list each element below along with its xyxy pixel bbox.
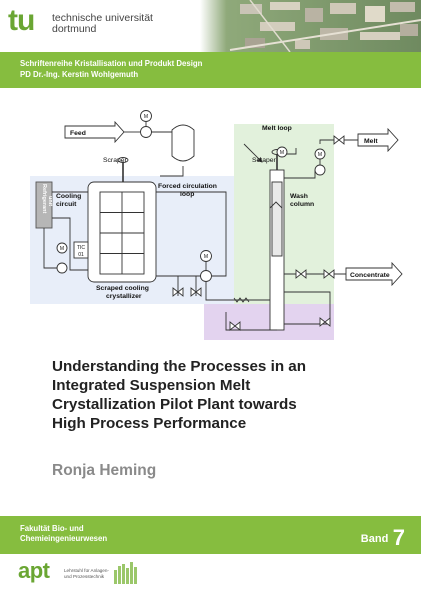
melt-loop-label: Melt loop — [262, 125, 292, 132]
motor-label-1: M — [144, 114, 148, 120]
bypass-valve — [190, 287, 202, 297]
tic-number-label: 01 — [78, 252, 84, 258]
tu-logo-mark: tu — [8, 4, 35, 37]
tic-label: TIC — [77, 245, 85, 251]
cooling-label: Cooling — [56, 193, 81, 200]
refrigerant-unit-label: unit — [47, 196, 53, 206]
volume-number: Band 7 — [361, 527, 405, 549]
wash-zone — [204, 304, 334, 340]
melt-valve — [333, 135, 345, 145]
apt-chair-name: Lehrstuhl für Anlagen- und Prozesstechni… — [64, 568, 109, 579]
feed-pump — [140, 126, 152, 138]
crystallizer-label-2: crystallizer — [106, 293, 142, 300]
university-logo: tu technische universität dortmund — [8, 4, 163, 46]
header: tu technische universität dortmund — [0, 0, 421, 52]
melt-pump — [314, 164, 326, 176]
cooling-pump — [56, 262, 68, 274]
temperature-controller — [73, 241, 89, 259]
apt-building-icon — [114, 562, 137, 584]
band-number: 7 — [392, 525, 405, 550]
series-info: Schriftenreihe Kristallisation und Produ… — [20, 59, 202, 80]
forced-circulation-label: Forced circulation — [158, 183, 217, 190]
band-label: Band — [360, 533, 389, 545]
process-flow-diagram: Feed Scraper Melt loop Melt Scraper Cool… — [30, 110, 403, 340]
apt-logo: apt Lehrstuhl für Anlagen- und Prozesste… — [18, 558, 138, 588]
campus-aerial-photo — [200, 0, 421, 52]
footer-band — [0, 516, 421, 554]
melt-pump-motor — [276, 146, 288, 158]
circulation-pump — [200, 270, 212, 282]
sample-valve — [319, 317, 331, 327]
concentrate-arrow-shape — [345, 261, 403, 287]
feed-label: Feed — [70, 130, 86, 137]
forced-circulation-label-2: loop — [180, 191, 194, 198]
scraper-left-label: Scraper — [103, 157, 128, 164]
author-name: Ronja Heming — [52, 462, 157, 479]
series-title: Schriftenreihe Kristallisation und Produ… — [20, 59, 203, 68]
scraper-left-symbol — [117, 157, 129, 163]
concentrate-valve-1 — [295, 269, 307, 279]
return-valve — [229, 321, 241, 331]
concentrate-label: Concentrate — [350, 272, 390, 279]
motor-label-2: M — [60, 246, 64, 252]
melt-arrow-shape — [357, 127, 399, 153]
series-editor: PD Dr.-Ing. Kerstin Wohlgemuth — [20, 69, 139, 79]
faculty-name: Fakultät Bio- und Chemieingenieurwesen — [20, 524, 108, 543]
refrigerant-label: Refrigerant — [41, 184, 47, 214]
feed-vessel — [171, 124, 195, 162]
cooling-pump-motor — [56, 242, 68, 254]
crystallizer-label: Scraped cooling — [96, 285, 149, 292]
apt-logo-word: apt — [18, 558, 50, 583]
book-title: Understanding the Processes in an Integr… — [52, 358, 307, 432]
university-name: technische universität dortmund — [52, 12, 153, 35]
feed-arrow-shape — [64, 120, 125, 144]
wash-label: Wash — [290, 193, 308, 200]
concentrate-valve-2 — [323, 269, 335, 279]
scraper-right-label: Scraper — [252, 157, 277, 164]
series-band — [0, 52, 421, 88]
column-label: column — [290, 201, 314, 208]
motor-label-5: M — [318, 152, 322, 158]
circuit-label: circuit — [56, 201, 77, 208]
melt-label: Melt — [364, 138, 378, 145]
motor-label-4: M — [280, 150, 284, 156]
drain-valve — [172, 287, 184, 297]
motor-label-3: M — [204, 254, 208, 260]
